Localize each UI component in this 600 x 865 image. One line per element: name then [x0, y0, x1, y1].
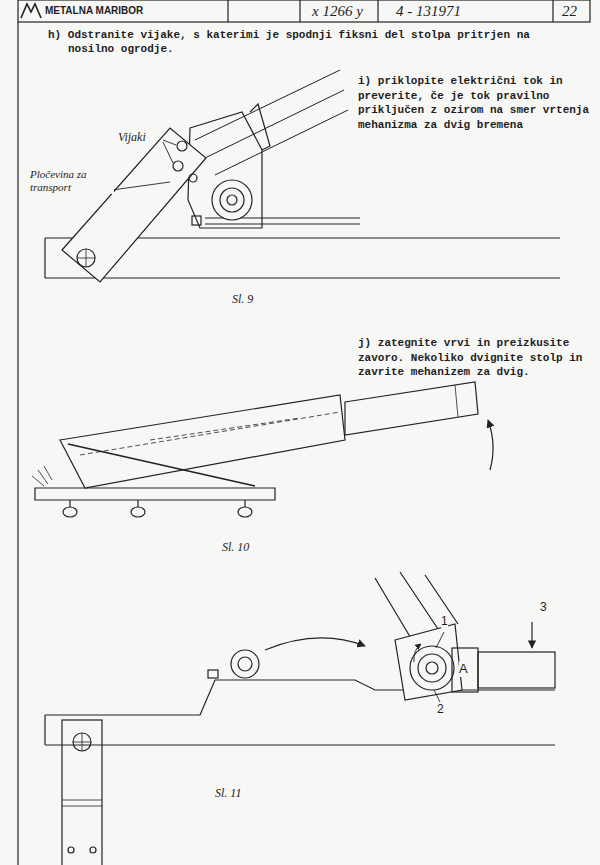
figure-11 [418, 654, 446, 682]
figure-9 [188, 112, 262, 228]
figure-9 [77, 249, 95, 267]
figure-10 [488, 420, 493, 470]
figure-11 [90, 847, 96, 853]
part-label: Pločevina za transport [30, 168, 114, 194]
figure-11 [452, 648, 478, 692]
header-frame [228, 0, 553, 22]
leader-line [112, 140, 176, 190]
callout-letter: A [459, 661, 468, 677]
figure-11 [238, 657, 252, 671]
figure-11 [478, 652, 555, 688]
figure-11 [531, 622, 532, 648]
figure-9 [173, 161, 183, 171]
figure-10 [345, 382, 478, 435]
figure-11 [73, 733, 91, 751]
figure-caption: Sl. 11 [215, 786, 241, 800]
figure-10 [32, 466, 52, 486]
figure-9 [177, 141, 187, 151]
figure-9 [62, 128, 206, 282]
instruction-text: i) priklopite električni tok in preverit… [358, 74, 592, 132]
figure-11 [45, 572, 555, 865]
figure-9 [195, 70, 348, 175]
leader-line [436, 632, 444, 648]
figure-10 [60, 395, 345, 488]
figure-10 [80, 412, 340, 455]
figure-10 [150, 418, 300, 440]
figure-11 [231, 650, 259, 678]
figure-10 [455, 385, 458, 417]
figure-11 [410, 646, 454, 690]
header-frame [17, 22, 18, 865]
figure-9 [189, 174, 197, 182]
figure-9 [220, 188, 244, 212]
figure-9 [227, 195, 237, 205]
figure-11 [265, 638, 365, 650]
figure-10 [35, 488, 275, 500]
figure-10 [63, 507, 77, 517]
figure-9 [192, 216, 201, 225]
figure-11 [68, 847, 74, 853]
figure-10 [238, 507, 252, 517]
part-label: Vijaki [118, 130, 146, 144]
figure-9 [77, 249, 95, 267]
order-number: x 1266 y [312, 2, 363, 20]
figure-11 [208, 670, 218, 678]
leader-line [163, 140, 176, 163]
figure-10 [32, 382, 493, 517]
leader-line [112, 182, 170, 190]
figure-9 [212, 180, 252, 220]
figure-11 [414, 644, 421, 662]
callout-number: 2 [437, 702, 444, 716]
page-number: 22 [562, 2, 577, 20]
figure-10 [70, 500, 245, 507]
leader-line [434, 632, 444, 702]
leader-line [434, 690, 440, 702]
instruction-text: j) zategnite vrvi in preizkusite zavoro.… [358, 336, 592, 380]
figure-9 [250, 104, 270, 150]
callout-number: 3 [540, 600, 547, 614]
header-frame [21, 4, 41, 18]
figure-11 [62, 800, 102, 806]
figure-10 [131, 507, 145, 517]
figure-11 [73, 733, 91, 751]
instruction-text: h) Odstranite vijake, s katerimi je spod… [48, 28, 548, 56]
company-name: METALNA MARIBOR [45, 5, 143, 17]
header-frame [18, 0, 590, 22]
figure-11 [426, 662, 438, 674]
callout-number: 1 [441, 614, 448, 628]
figure-caption: Sl. 9 [232, 292, 253, 306]
figure-11 [62, 720, 102, 865]
figure-caption: Sl. 10 [222, 540, 249, 554]
drawing-number: 4 - 131971 [396, 2, 461, 20]
figure-10 [68, 444, 255, 486]
